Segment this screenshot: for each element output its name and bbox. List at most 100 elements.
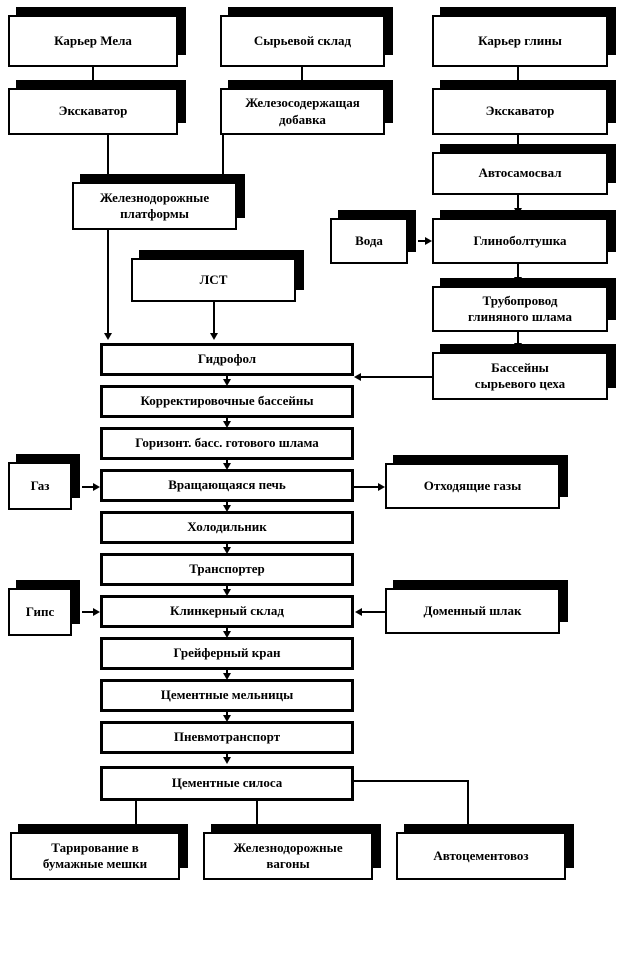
node-domen-shlak[interactable]: Доменный шлак: [385, 580, 568, 634]
arrowhead-down: [210, 333, 218, 340]
node-label: Отходящие газы: [423, 477, 522, 493]
arrowhead-right: [93, 608, 100, 616]
node-label: Глиноболтушка: [473, 232, 567, 248]
node-label: Автоцементовоз: [433, 847, 529, 863]
node-zhd-vagony[interactable]: Железнодорожные вагоны: [203, 824, 381, 880]
node-ekskavator-2[interactable]: Экскаватор: [432, 80, 616, 135]
node-label: Автосамосвал: [478, 165, 562, 181]
node-gips[interactable]: Гипс: [8, 580, 80, 636]
edge-platformy-gidrofol: [107, 230, 109, 335]
node-greyfer-kran[interactable]: Грейферный кран: [100, 637, 354, 670]
node-label: Горизонт. басс. готового шлама: [135, 435, 319, 451]
arrowhead-right: [425, 237, 432, 245]
node-label: Сырьевой склад: [253, 32, 352, 48]
node-label: Грейферный кран: [173, 645, 281, 661]
edge-klinker-greyfer: [226, 628, 228, 633]
node-gaz[interactable]: Газ: [8, 454, 80, 510]
node-avtocementovoz[interactable]: Автоцементовоз: [396, 824, 574, 880]
edge-dobavka-platformy: [222, 135, 224, 179]
node-label: ЛСТ: [199, 271, 228, 287]
node-lst[interactable]: ЛСТ: [131, 250, 304, 302]
node-label: Газ: [30, 477, 50, 493]
edge-truboprovod-basseyny: [517, 332, 519, 345]
edge-pnevmo-silosa: [226, 754, 228, 759]
edge-ekskavator-2-avtosamosval: [517, 135, 519, 149]
node-vrash-pech[interactable]: Вращающаяся печь: [100, 469, 354, 502]
node-tarirovanie[interactable]: Тарирование в бумажные мешки: [10, 824, 188, 880]
node-label: Вода: [355, 232, 383, 248]
edge-gips-klinker: [82, 611, 95, 613]
edge-korrekt-goriz: [226, 418, 228, 423]
node-label: Клинкерный склад: [170, 603, 284, 619]
arrowhead-down: [223, 757, 231, 764]
node-label: Железосодержащая добавка: [245, 95, 360, 127]
node-cem-silosa[interactable]: Цементные силоса: [100, 766, 354, 801]
node-label: Карьер глины: [478, 32, 562, 48]
node-label: Гипс: [25, 603, 55, 619]
node-label: Цементные силоса: [171, 775, 283, 791]
node-glinoboltushka[interactable]: Глиноболтушка: [432, 210, 616, 264]
arrowhead-down: [223, 589, 231, 596]
edge-silosa-avtocementovoz-v: [467, 780, 469, 826]
node-label: Трубопровод глиняного шлама: [468, 292, 572, 324]
node-label: Корректировочные бассейны: [140, 393, 314, 409]
arrowhead-right: [378, 483, 385, 491]
edge-silosa-tarirovanie: [135, 801, 137, 826]
arrowhead-left: [355, 608, 362, 616]
node-basseyny[interactable]: Бассейны сырьевого цеха: [432, 344, 616, 400]
edge-kar-mela-ekskavator-1: [92, 67, 94, 82]
edge-holodilnik-transporter: [226, 544, 228, 549]
node-pnevmotransport[interactable]: Пневмотранспорт: [100, 721, 354, 754]
node-klinker-sklad[interactable]: Клинкерный склад: [100, 595, 354, 628]
node-label: Карьер Мела: [54, 32, 132, 48]
edge-ekskavator-1-platformy: [107, 135, 109, 179]
node-transporter[interactable]: Транспортер: [100, 553, 354, 586]
node-othod-gazy[interactable]: Отходящие газы: [385, 455, 568, 509]
node-label: Железнодорожные платформы: [99, 189, 210, 221]
edge-avtosamosval-glinoboltushka: [517, 195, 519, 210]
node-label: Транспортер: [189, 561, 265, 577]
node-goriz-bass[interactable]: Горизонт. басс. готового шлама: [100, 427, 354, 460]
node-cem-melnicy[interactable]: Цементные мельницы: [100, 679, 354, 712]
arrowhead-left: [354, 373, 361, 381]
node-kar-gliny[interactable]: Карьер глины: [432, 7, 616, 67]
edge-gaz-pech: [82, 486, 95, 488]
node-zhelezo-dobavka[interactable]: Железосодержащая добавка: [220, 80, 393, 135]
edge-kar-gliny-ekskavator-2: [517, 67, 519, 82]
edge-transporter-klinker: [226, 586, 228, 591]
edge-pech-othod-gazy: [354, 486, 381, 488]
node-voda[interactable]: Вода: [330, 210, 416, 264]
edge-goriz-pech: [226, 460, 228, 465]
arrowhead-down: [223, 421, 231, 428]
node-ekskavator-1[interactable]: Экскаватор: [8, 80, 186, 135]
edge-syrevoy-sklad-dobavka: [301, 67, 303, 82]
node-zhd-platformy[interactable]: Железнодорожные платформы: [72, 174, 245, 230]
node-label: Экскаватор: [58, 103, 128, 119]
node-label: Железнодорожные вагоны: [233, 839, 343, 871]
edge-silosa-avtocementovoz-h: [354, 780, 469, 782]
edge-basseyny-gidrofol: [360, 376, 434, 378]
arrowhead-down: [223, 463, 231, 470]
node-syrevoy-sklad[interactable]: Сырьевой склад: [220, 7, 393, 67]
arrowhead-down: [223, 673, 231, 680]
edge-lst-gidrofol: [213, 302, 215, 335]
node-truboprovod[interactable]: Трубопровод глиняного шлама: [432, 278, 616, 332]
node-label: Холодильник: [187, 519, 267, 535]
node-korrekt-bass[interactable]: Корректировочные бассейны: [100, 385, 354, 418]
edge-melnicy-pnevmo: [226, 712, 228, 717]
node-label: Вращающаяся печь: [168, 477, 286, 493]
arrowhead-down: [223, 379, 231, 386]
node-label: Доменный шлак: [423, 602, 522, 618]
edge-silosa-zhd-vagony: [256, 801, 258, 826]
node-avtosamosval[interactable]: Автосамосвал: [432, 144, 616, 195]
node-label: Экскаватор: [485, 103, 555, 119]
node-holodilnik[interactable]: Холодильник: [100, 511, 354, 544]
node-gidrofol[interactable]: Гидрофол: [100, 343, 354, 376]
edge-pech-holodilnik: [226, 502, 228, 507]
edge-gidrofol-korrekt: [226, 376, 228, 381]
node-kar-mela[interactable]: Карьер Мела: [8, 7, 186, 67]
node-label: Пневмотранспорт: [173, 729, 281, 745]
edge-voda-glinoboltushka: [418, 240, 427, 242]
arrowhead-down: [223, 715, 231, 722]
